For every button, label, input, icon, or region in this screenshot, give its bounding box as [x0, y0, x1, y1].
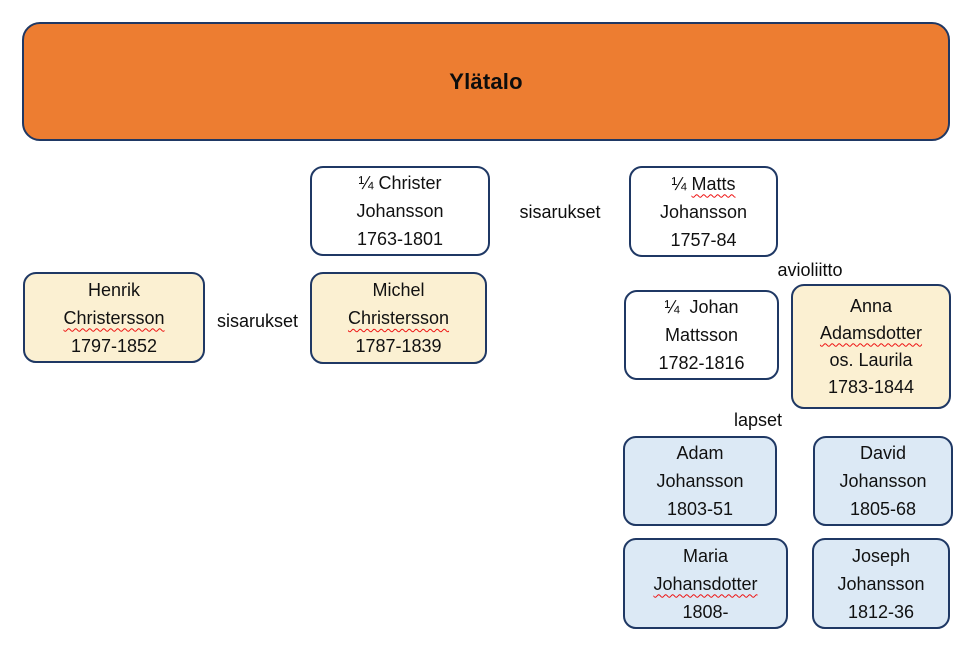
person-box-christer-johansson: ¼ Christer Johansson 1763-1801 — [310, 166, 490, 256]
misspelled-word: Christersson — [63, 307, 165, 328]
person-box-anna-adamsdotter: Anna Adamsdotter os. Laurila 1783-1844 — [791, 284, 951, 409]
person-name-line: Joseph — [851, 545, 911, 566]
person-name-line: ¼ Christer — [358, 173, 442, 193]
person-box-joseph-johansson: Joseph Johansson 1812-36 — [812, 538, 950, 629]
misspelled-word: Johansdotter — [653, 573, 758, 594]
person-years-line: 1757-84 — [670, 229, 737, 250]
person-years-line: 1782-1816 — [658, 353, 745, 373]
person-name-line: Henrik — [87, 279, 140, 300]
person-name-line: Johansson — [837, 573, 925, 594]
person-years-line: 1812-36 — [847, 601, 915, 622]
relation-label-sisarukset-top: sisarukset — [519, 202, 601, 222]
person-name-line: Anna — [849, 295, 893, 316]
person-years-line: 1805-68 — [849, 499, 917, 519]
person-name-line: Michel — [372, 280, 425, 300]
person-name-line: David — [859, 443, 907, 463]
person-name-line: Johansson — [839, 471, 927, 491]
person-name-line: Johansson — [659, 201, 748, 222]
person-years-line: 1783-1844 — [827, 376, 915, 397]
person-name-line: ¼ Matts — [671, 170, 735, 198]
person-box-david-johansson: David Johansson 1805-68 — [813, 436, 953, 526]
person-box-adam-johansson: Adam Johansson 1803-51 — [623, 436, 777, 526]
person-years-line: 1763-1801 — [356, 229, 444, 249]
person-box-henrik-christersson: Henrik Christersson 1797-1852 — [23, 272, 205, 363]
relation-label-sisarukset-left: sisarukset — [216, 311, 299, 331]
misspelled-word: Adamsdotter — [819, 322, 923, 343]
person-years-line: 1808- — [682, 601, 729, 622]
person-name-line: Adam — [676, 443, 724, 463]
person-name-line: ¼ Johan — [664, 297, 739, 317]
person-box-johan-mattsson: ¼ Johan Mattsson 1782-1816 — [624, 290, 779, 380]
relation-label-lapset: lapset — [733, 410, 783, 430]
person-box-maria-johansdotter: Maria Johansdotter 1808- — [623, 538, 788, 629]
person-name-line: os. Laurila — [829, 349, 913, 370]
share-prefix: ¼ — [671, 173, 692, 194]
house-title-box: Ylätalo — [22, 22, 950, 141]
person-name-line: Mattsson — [664, 325, 739, 345]
person-years-line: 1787-1839 — [355, 336, 442, 356]
house-title: Ylätalo — [449, 68, 523, 94]
person-name-line: Johansson — [656, 471, 744, 491]
person-name-line: Johansson — [356, 201, 444, 221]
person-box-matts-johansson: ¼ Matts Johansson 1757-84 — [629, 166, 778, 257]
misspelled-word: Christersson — [347, 308, 450, 328]
person-box-michel-christersson: Michel Christersson 1787-1839 — [310, 272, 487, 364]
relation-label-avioliitto: avioliitto — [777, 260, 843, 280]
person-name-line: Maria — [682, 545, 728, 566]
misspelled-word: Matts — [691, 173, 736, 194]
person-years-line: 1797-1852 — [70, 335, 158, 356]
person-years-line: 1803-51 — [666, 499, 734, 519]
